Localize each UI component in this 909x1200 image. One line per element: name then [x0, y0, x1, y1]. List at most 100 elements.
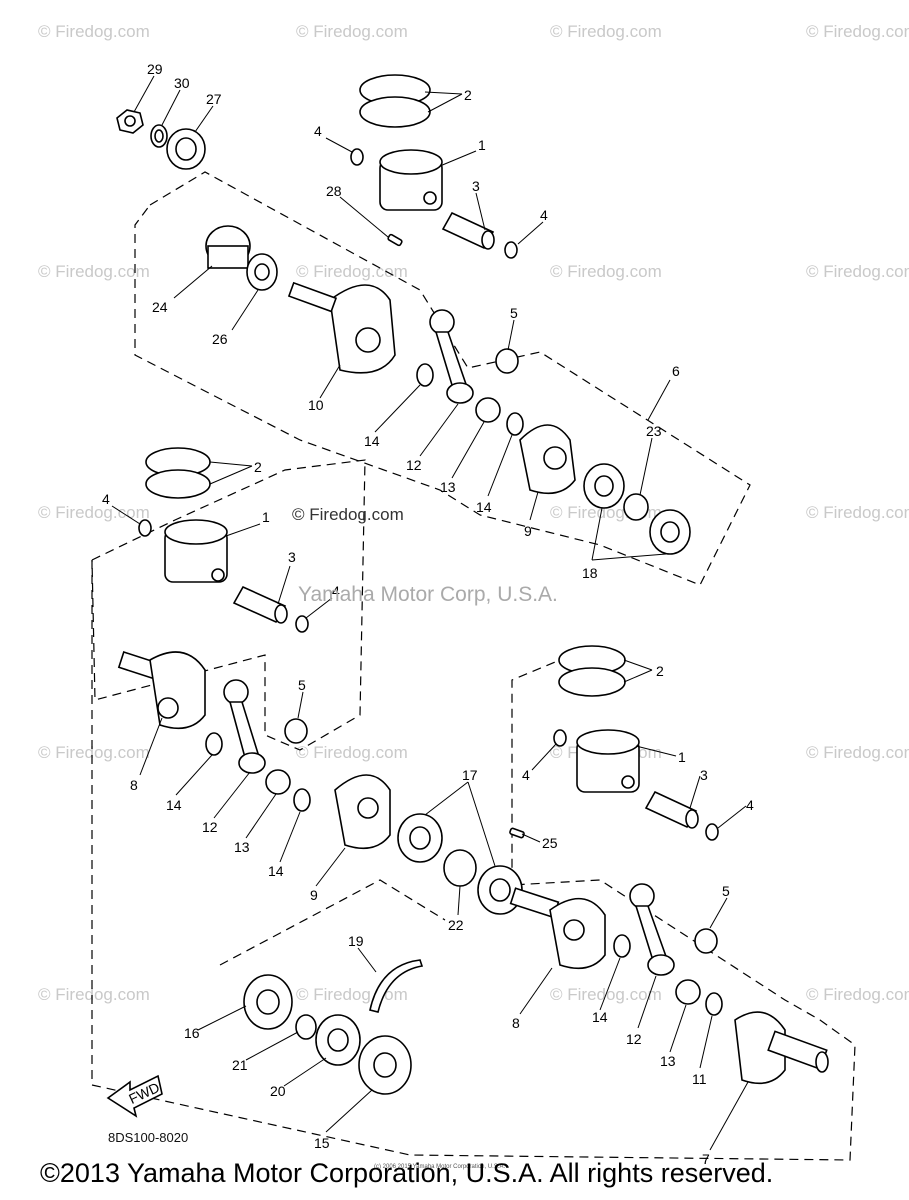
bearing-5	[495, 348, 519, 374]
watermark: © Firedog.com	[806, 503, 909, 522]
tiny-notice: (c) 2006 2015 Yamaha Motor Corporation, …	[374, 1164, 506, 1170]
washer-11	[705, 992, 723, 1016]
callout-19: 19	[348, 933, 364, 949]
leader-lines	[111, 75, 749, 1151]
bearing-16	[243, 974, 293, 1030]
clip-4	[138, 519, 152, 537]
oil-seal-27	[166, 128, 206, 170]
callout-14: 14	[476, 499, 492, 515]
callout-28: 28	[326, 183, 342, 199]
callout-17: 17	[462, 767, 478, 783]
watermark: © Firedog.com	[806, 262, 909, 281]
bearing-13	[265, 769, 291, 795]
washer-14	[416, 363, 434, 387]
callout-4: 4	[102, 491, 110, 507]
watermark-center: © Firedog.com	[292, 505, 404, 524]
bearing-5	[284, 718, 308, 744]
bearing-5	[694, 928, 718, 954]
callout-20: 20	[270, 1083, 286, 1099]
crank-9-upper	[519, 424, 576, 495]
piston-rings-2-middle	[145, 447, 211, 499]
callout-4: 4	[522, 767, 530, 783]
clip-4	[504, 241, 518, 259]
crank-9-middle	[334, 774, 391, 850]
callout-8: 8	[130, 777, 138, 793]
crank-8-right	[509, 887, 606, 970]
callout-4: 4	[314, 123, 322, 139]
callout-14: 14	[592, 1009, 608, 1025]
callout-1: 1	[262, 509, 270, 525]
crank-8-middle	[117, 651, 206, 730]
callout-4: 4	[332, 583, 340, 599]
bearing-13	[675, 979, 701, 1005]
crank-10	[287, 281, 396, 374]
watermark: © Firedog.com	[296, 262, 408, 281]
callout-9: 9	[524, 523, 532, 539]
watermark: © Firedog.com	[550, 22, 662, 41]
washer-14	[613, 934, 631, 958]
piston-rings-2-right	[558, 645, 626, 697]
assembly-outline-main	[91, 560, 856, 1161]
bearing-13	[475, 397, 501, 423]
bearing-15	[358, 1035, 412, 1095]
callout-13: 13	[234, 839, 250, 855]
bearing-24	[205, 225, 251, 269]
watermark: © Firedog.com	[806, 985, 909, 1004]
seal-20	[315, 1014, 361, 1066]
callout-5: 5	[298, 677, 306, 693]
pin-25	[509, 827, 525, 839]
callout-14: 14	[268, 863, 284, 879]
ring-21	[295, 1014, 317, 1040]
callout-3: 3	[288, 549, 296, 565]
watermark: © Firedog.com	[550, 262, 662, 281]
nut-29	[116, 109, 144, 134]
callout-25: 25	[542, 835, 558, 851]
callout-2: 2	[656, 663, 664, 679]
piston-rings-2-upper	[359, 74, 431, 128]
washer-14	[205, 732, 223, 756]
watermark: © Firedog.com	[806, 22, 909, 41]
callout-30: 30	[174, 75, 190, 91]
spacer-22	[443, 849, 477, 887]
callout-7: 7	[702, 1151, 710, 1167]
clip-4	[553, 729, 567, 747]
callout-15: 15	[314, 1135, 330, 1151]
watermark: © Firedog.com	[38, 503, 150, 522]
watermark: © Firedog.com	[38, 22, 150, 41]
bearing-17	[397, 813, 523, 915]
callout-6: 6	[672, 363, 680, 379]
callout-13: 13	[440, 479, 456, 495]
connecting-rod-12-right	[629, 883, 675, 976]
callout-1: 1	[478, 137, 486, 153]
piston-1-upper	[379, 149, 443, 211]
callout-3: 3	[700, 767, 708, 783]
clip-4	[295, 615, 309, 633]
callout-2: 2	[464, 87, 472, 103]
clip-4	[705, 823, 719, 841]
watermark: © Firedog.com	[38, 985, 150, 1004]
callout-13: 13	[660, 1053, 676, 1069]
watermark: © Firedog.com	[296, 743, 408, 762]
callout-12: 12	[406, 457, 422, 473]
callout-14: 14	[364, 433, 380, 449]
connecting-rod-12-upper	[429, 309, 474, 404]
copyright-footer: ©2013 Yamaha Motor Corporation, U.S.A. A…	[40, 1158, 774, 1188]
callout-labels: 29 30 27 2 4 1 3 4 28 24 26 10 5 6 14 12…	[102, 61, 754, 1167]
crank-7	[734, 1011, 829, 1085]
diagram-code: 8DS100-8020	[108, 1130, 189, 1145]
callout-22: 22	[448, 917, 464, 933]
callout-24: 24	[152, 299, 168, 315]
piston-pin-3-upper	[441, 211, 495, 250]
watermark: © Firedog.com	[38, 262, 150, 281]
assembly-outline-upper	[134, 171, 751, 586]
piston-pin-3-right	[644, 790, 699, 829]
callout-18: 18	[582, 565, 598, 581]
washer-14	[293, 788, 311, 812]
callout-11: 11	[692, 1071, 707, 1087]
callout-5: 5	[510, 305, 518, 321]
circlip-19	[369, 959, 424, 1013]
assembly-outline-lower	[219, 879, 446, 966]
assembly-outline-middle	[91, 459, 366, 751]
callout-12: 12	[626, 1031, 642, 1047]
